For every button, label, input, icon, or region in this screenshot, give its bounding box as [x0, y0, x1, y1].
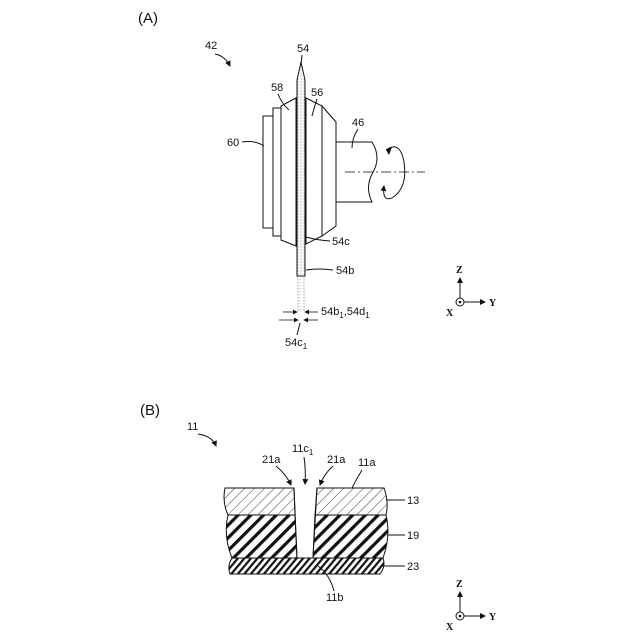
- hub-58: [281, 98, 296, 246]
- flange-60-outer: [263, 116, 273, 228]
- layer-19-right: [313, 515, 388, 558]
- ref-21a-right-arrow: [320, 466, 333, 485]
- ref-11b: 11b: [326, 592, 344, 604]
- axis-y-label: Y: [489, 298, 497, 309]
- ref-11c1: 11c1: [292, 443, 314, 457]
- x-axis-dot-b: [459, 615, 462, 618]
- ref-11c1-arrow: [304, 457, 305, 484]
- axis-z-label: Z: [456, 265, 463, 276]
- ref-60-leader: [242, 142, 264, 147]
- panel-a: (A) 42 54 58 56 60: [138, 10, 497, 351]
- ref-19: 19: [407, 530, 419, 542]
- flange-60-inner: [273, 108, 281, 236]
- rotation-arrow-tail: [384, 186, 392, 199]
- blade-54: [297, 62, 305, 276]
- ref-54c1-leader: [297, 323, 300, 335]
- ref-54-leader: [301, 55, 302, 64]
- hub-56: [306, 98, 322, 244]
- layer-13-left: [224, 488, 295, 515]
- ref-56: 56: [311, 87, 323, 99]
- ref-13: 13: [407, 495, 419, 507]
- ref-42-arrow: [215, 54, 230, 66]
- layer-19-left: [226, 515, 297, 558]
- ref-54b: 54b: [336, 265, 354, 277]
- ref-11-arrow: [198, 434, 216, 446]
- panel-a-label: (A): [138, 10, 158, 27]
- ref-21a-right: 21a: [327, 454, 346, 466]
- axis-triad-a: Z X Y: [446, 265, 497, 319]
- ref-11a-leader: [352, 470, 362, 488]
- ref-11: 11: [187, 421, 198, 433]
- ref-21a-left: 21a: [262, 454, 281, 466]
- groove-11c1: [294, 488, 317, 558]
- x-axis-dot: [459, 301, 462, 304]
- ref-46: 46: [352, 117, 364, 129]
- axis-z-label-b: Z: [456, 579, 463, 590]
- front-nut: [322, 106, 336, 236]
- ref-54: 54: [297, 43, 309, 55]
- axis-triad-b: Z X Y: [446, 579, 497, 633]
- ref-54b1-54d1: 54b1,54d1: [321, 306, 370, 320]
- axis-x-label: X: [446, 308, 454, 319]
- ref-54c1: 54c1: [285, 337, 308, 351]
- ref-23: 23: [407, 561, 419, 573]
- axis-y-label-b: Y: [489, 612, 497, 623]
- ref-58: 58: [271, 82, 283, 94]
- ref-54c: 54c: [332, 236, 350, 248]
- ref-11a: 11a: [358, 457, 376, 469]
- layer-23: [229, 558, 384, 574]
- ref-54b-leader: [306, 269, 333, 270]
- ref-60: 60: [227, 137, 239, 149]
- layer-13-right: [315, 488, 387, 515]
- ref-42: 42: [205, 40, 217, 52]
- panel-b: (B) 11 21a 11c1 21a 11a 13 19 23 11b: [140, 402, 497, 633]
- ref-21a-left-arrow: [276, 466, 291, 485]
- panel-b-label: (B): [140, 402, 160, 419]
- axis-x-label-b: X: [446, 622, 454, 633]
